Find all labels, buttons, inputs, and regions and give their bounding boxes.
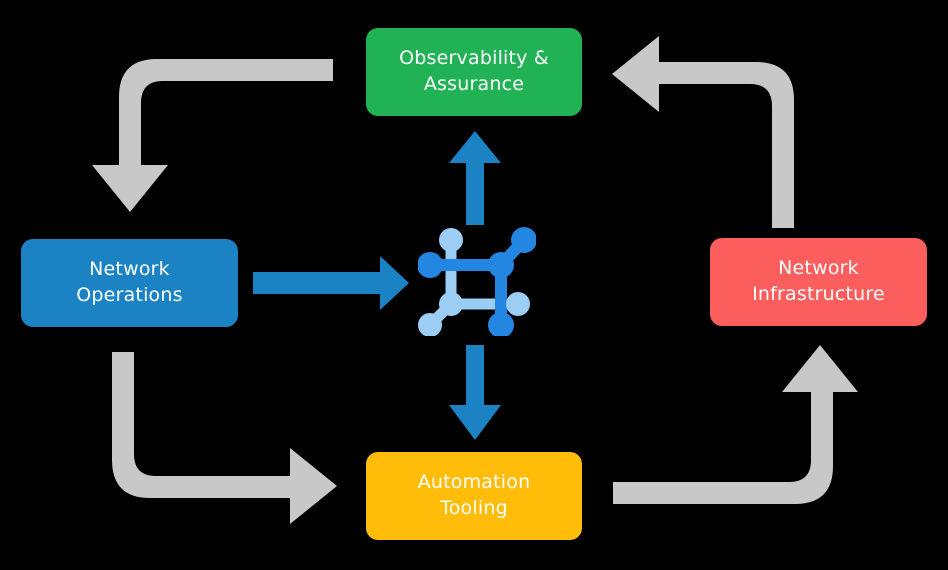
arrow-center-to-observability — [449, 131, 501, 225]
node-network-operations[interactable]: Network Operations — [21, 239, 238, 327]
arrow-observability-to-operations — [92, 59, 333, 212]
arrow-automation-to-infrastructure — [613, 345, 858, 504]
node-infrastructure-label: Network Infrastructure — [752, 257, 885, 305]
node-network-infrastructure[interactable]: Network Infrastructure — [710, 238, 927, 326]
node-observability-assurance[interactable]: Observability & Assurance — [366, 28, 582, 116]
node-observability-label: Observability & Assurance — [399, 47, 549, 95]
arrow-infrastructure-to-observability — [612, 36, 794, 228]
node-automation-label: Automation Tooling — [417, 471, 531, 519]
node-operations-label: Network Operations — [76, 258, 183, 306]
arrow-operations-to-automation — [112, 352, 337, 524]
arrow-operations-to-center — [253, 256, 409, 310]
arrow-center-to-automation — [449, 345, 501, 440]
network-topology-icon — [418, 227, 536, 336]
node-automation-tooling[interactable]: Automation Tooling — [366, 452, 582, 540]
